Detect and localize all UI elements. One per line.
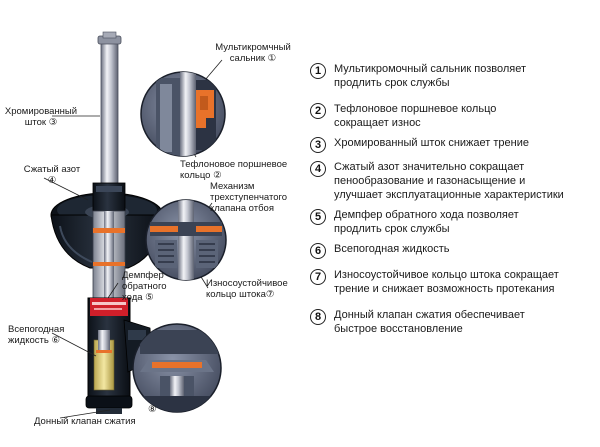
legend-item-3: 3 Хромированный шток снижает трение — [310, 136, 589, 153]
label-gas-line2: ④ — [47, 175, 57, 186]
inset-rebound-valve-magnifier — [145, 199, 227, 281]
label-fluid-line2: жидкость ⑥ — [8, 335, 60, 346]
legend-number-badge: 5 — [310, 209, 326, 225]
label-base-valve-number: ⑧ — [148, 404, 157, 415]
legend-line: Сжатый азот значительно сокращает — [334, 161, 525, 173]
chrome-piston-rod — [97, 31, 122, 206]
legend-item-6: 6 Всепогодная жидкость — [310, 242, 589, 259]
label-rebound-stop-line3: хода ⑤ — [122, 292, 154, 303]
legend-number-badge: 4 — [310, 161, 326, 177]
legend-text: Всепогодная жидкость — [334, 242, 589, 256]
legend-number-badge: 8 — [310, 309, 326, 325]
label-piston-ring-line1: Тефлоновое поршневое — [180, 159, 288, 170]
legend-line: Демпфер обратного хода позволяет — [334, 209, 519, 221]
inner-tube-cutaway — [92, 210, 126, 307]
label-rebound-valve-line1: Механизм — [210, 181, 255, 192]
inset-base-valve-magnifier — [132, 323, 222, 413]
legend-text: Тефлоновое поршневое кольцо сокращает из… — [334, 102, 589, 130]
legend-line: Мультикромочный сальник позволяет — [334, 63, 527, 75]
legend-item-8: 8 Донный клапан сжатия обеспечивает быст… — [310, 308, 589, 336]
label-rod-ring: Износоустойчивое кольцо штока⑦ — [206, 278, 288, 300]
label-seal: Мультикромчный сальник ① — [208, 42, 298, 64]
label-rod-line2: шток ③ — [24, 117, 58, 128]
legend-text: Износоустойчивое кольцо штока сокращает … — [334, 268, 589, 296]
legend-line: Хромированный шток снижает трение — [334, 137, 529, 149]
legend-item-5: 5 Демпфер обратного хода позволяет продл… — [310, 208, 589, 236]
legend-line: сокращает износ — [334, 117, 421, 129]
label-gas-line1: Сжатый азот — [23, 164, 81, 175]
label-seal-line2: сальник ① — [229, 53, 277, 64]
legend-text: Сжатый азот значительно сокращает пенооб… — [334, 160, 589, 202]
legend-number-badge: 3 — [310, 137, 326, 153]
label-gas: Сжатый азот ④ — [16, 164, 88, 186]
upper-housing — [92, 182, 126, 212]
legend-line: продлить срок службы — [334, 77, 450, 89]
legend-line: трение и снижает возможность протекания — [334, 283, 555, 295]
inset-seal-magnifier — [140, 71, 226, 157]
legend-text: Хромированный шток снижает трение — [334, 136, 589, 150]
label-seal-line1: Мультикромчный — [215, 42, 291, 53]
label-fluid: Всепогодная жидкость ⑥ — [8, 324, 64, 346]
label-rod-ring-line2: кольцо штока⑦ — [206, 289, 275, 300]
legend-item-2: 2 Тефлоновое поршневое кольцо сокращает … — [310, 102, 589, 130]
label-piston-ring-line2: кольцо ② — [180, 170, 222, 181]
label-rod-line1: Хромированный — [4, 106, 78, 117]
label-rebound-stop-line1: Демпфер — [122, 270, 164, 281]
label-rebound-valve-line2: трехступенчатого — [210, 192, 288, 203]
label-base-valve-line1: Донный клапан сжатия — [34, 416, 136, 427]
legend-line: продлить срок службы — [334, 223, 450, 235]
legend-number-badge: 1 — [310, 63, 326, 79]
legend-line: Износоустойчивое кольцо штока сокращает — [334, 269, 559, 281]
label-base-valve: Донный клапан сжатия — [34, 416, 136, 427]
legend-item-4: 4 Сжатый азот значительно сокращает пено… — [310, 160, 589, 202]
label-rod-ring-line1: Износоустойчивое — [206, 278, 288, 289]
main-body-tube — [85, 297, 153, 414]
label-fluid-line1: Всепогодная — [8, 324, 65, 335]
legend-line: Донный клапан сжатия обеспечивает — [334, 309, 525, 321]
legend-line: быстрое восстановление — [334, 323, 463, 335]
legend-item-1: 1 Мультикромочный сальник позволяет прод… — [310, 62, 589, 90]
label-rebound-stop: Демпфер обратного хода ⑤ — [122, 270, 167, 303]
legend: 1 Мультикромочный сальник позволяет прод… — [300, 0, 600, 442]
legend-number-badge: 6 — [310, 243, 326, 259]
legend-line: Тефлоновое поршневое кольцо — [334, 103, 497, 115]
legend-text: Донный клапан сжатия обеспечивает быстро… — [334, 308, 589, 336]
legend-number-badge: 7 — [310, 269, 326, 285]
legend-line: пенообразование и газонасыщение и — [334, 175, 526, 187]
legend-line: Всепогодная жидкость — [334, 243, 450, 255]
legend-number-badge: 2 — [310, 103, 326, 119]
legend-text: Демпфер обратного хода позволяет продлит… — [334, 208, 589, 236]
label-rebound-valve: Механизм трехступенчатого клапана отбоя — [210, 181, 287, 214]
legend-line: улучшает эксплуатационные характеристики — [334, 189, 564, 201]
label-piston-ring: Тефлоновое поршневое кольцо ② — [180, 159, 287, 181]
label-rebound-stop-line2: обратного — [122, 281, 167, 292]
label-rod: Хромированный шток ③ — [2, 106, 80, 128]
legend-item-7: 7 Износоустойчивое кольцо штока сокращае… — [310, 268, 589, 296]
legend-text: Мультикромочный сальник позволяет продли… — [334, 62, 589, 90]
label-rebound-valve-line3: клапана отбоя — [210, 203, 274, 214]
